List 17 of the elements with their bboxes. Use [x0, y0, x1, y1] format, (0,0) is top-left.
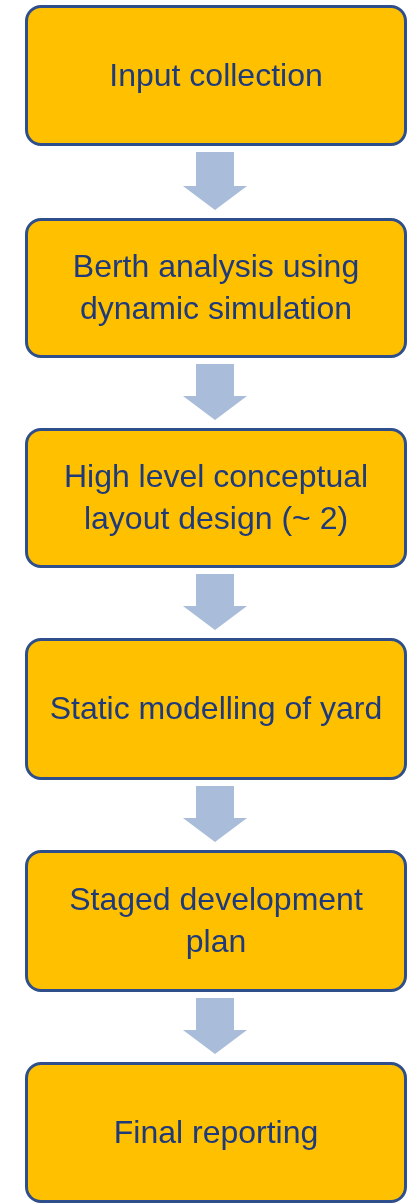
step-label: Staged development plan — [68, 880, 364, 961]
block-arrow — [183, 786, 247, 842]
step-label: Berth analysis using dynamic simulation — [71, 247, 361, 328]
step-label: Input collection — [109, 55, 323, 95]
process-box — [25, 1062, 407, 1203]
step-label: Final reporting — [113, 1112, 319, 1152]
block-arrow — [183, 574, 247, 630]
process-box — [25, 638, 407, 780]
step-label: Static modelling of yard — [49, 689, 383, 729]
block-arrow — [183, 364, 247, 420]
process-box — [25, 218, 407, 358]
process-box — [25, 850, 407, 992]
block-arrow — [183, 998, 247, 1054]
process-box — [25, 5, 407, 146]
process-box — [25, 428, 407, 568]
step-label: High level conceptual layout design (~ 2) — [62, 457, 370, 538]
block-arrow — [183, 152, 247, 210]
